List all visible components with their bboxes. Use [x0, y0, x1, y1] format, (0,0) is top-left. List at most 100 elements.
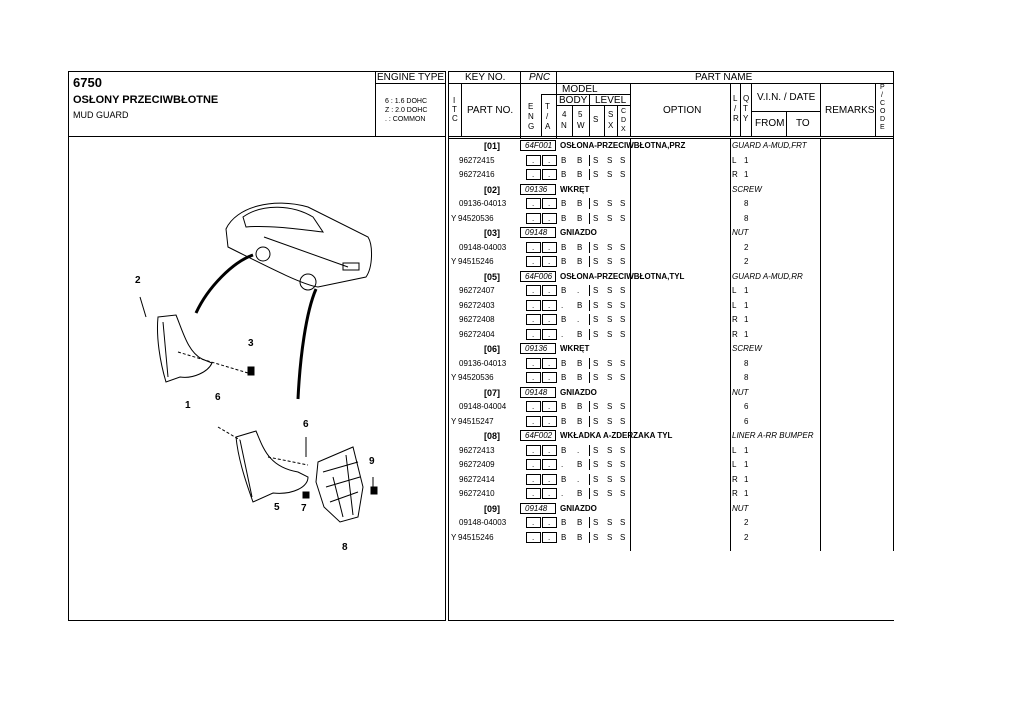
cell-eng: . [532, 416, 535, 426]
cell-pn: 09148-04004 [459, 402, 507, 411]
cell-qty: 2 [744, 518, 749, 527]
ta-box [542, 299, 557, 311]
cell-eng: . [532, 460, 535, 469]
cell-pn: 96272410 [459, 489, 495, 498]
cell-qty: 1 [744, 155, 749, 165]
callout-9: 9 [369, 456, 375, 467]
cell-sx: S [607, 445, 613, 455]
pnc-box [520, 183, 556, 195]
eng-box [526, 459, 541, 470]
cell-b4: . [561, 489, 564, 498]
cell-b5: B [577, 373, 583, 382]
col-qty-2: T [743, 104, 748, 113]
pnc-box [520, 140, 556, 151]
cell-s: S [593, 518, 599, 527]
cell-b5: B [577, 402, 583, 411]
cell-sx: S [607, 358, 613, 368]
cell-cdx: S [620, 402, 626, 411]
ta-box [542, 415, 557, 427]
cell-qty: 2 [744, 257, 749, 266]
cell-pn: 96272415 [459, 155, 495, 165]
level-divider [589, 401, 590, 412]
col-pcode-6: E [880, 124, 885, 131]
pnc-box [520, 430, 556, 441]
col-eng-3: G [528, 122, 535, 131]
cell-sx: S [607, 170, 613, 179]
ta-box [542, 517, 557, 528]
level-divider [589, 459, 590, 470]
cell-s: S [593, 358, 599, 368]
cell-cdx: S [620, 286, 626, 295]
col-pcode-5: D [880, 116, 886, 123]
cell-sx: S [607, 315, 613, 324]
cell-pnc: 09136 [525, 344, 548, 353]
cell-ta: . [548, 489, 551, 498]
cell-qty: 1 [744, 474, 749, 484]
col-remarks: REMARKS [825, 105, 875, 116]
engine-type-label: ENGINE TYPE [377, 72, 445, 83]
cell-b4: . [561, 329, 564, 339]
col-itc-1: I [453, 96, 456, 105]
cell-b4: . [561, 300, 564, 310]
cell-qty: 8 [744, 213, 749, 223]
ta-box [542, 314, 557, 325]
cell-cdx: S [620, 199, 626, 208]
col-level: LEVEL [595, 95, 627, 106]
cell-b4: B [561, 358, 567, 368]
cell-ta: . [548, 460, 551, 469]
cell-pn: 94515247 [458, 416, 494, 426]
cell-b4: B [561, 474, 567, 484]
ta-box [542, 531, 557, 543]
col-itc-2: T [452, 105, 457, 114]
cell-lr: R [732, 315, 738, 324]
cell-cdx: S [620, 474, 626, 484]
level-divider [589, 241, 590, 253]
cell-eng: . [532, 155, 535, 165]
cell-pn: 94520536 [458, 373, 494, 382]
cell-sx: S [607, 286, 613, 295]
cell-qty: 1 [744, 489, 749, 498]
cell-b5: B [577, 242, 583, 252]
ta-box [542, 401, 557, 412]
cell-b5: B [577, 532, 583, 542]
ta-box [542, 444, 557, 456]
cell-pn: 09136-04013 [459, 358, 507, 368]
cell-b5: B [577, 170, 583, 179]
cell-cdx: S [620, 416, 626, 426]
cell-name: WKRĘT [560, 344, 590, 353]
section-title-pl: OSŁONY PRZECIWBŁOTNE [73, 94, 219, 106]
eng-box [526, 517, 541, 528]
col-from: FROM [755, 118, 785, 129]
eng-box [526, 372, 541, 383]
cell-eng: . [532, 315, 535, 324]
col-pcode-2: / [881, 92, 883, 99]
eng-box [526, 401, 541, 412]
cell-sx: S [607, 402, 613, 411]
parts-table [448, 71, 894, 621]
col-ta-2: / [546, 112, 549, 121]
eng-box [526, 154, 541, 166]
cell-qty: 1 [744, 445, 749, 455]
cell-pn: 96272408 [459, 315, 495, 324]
cell-ta: . [548, 170, 551, 179]
cell-name: GNIAZDO [560, 503, 597, 513]
cell-ta: . [548, 300, 551, 310]
cell-ta: . [548, 532, 551, 542]
ta-box [542, 154, 557, 166]
cell-cdx: S [620, 300, 626, 310]
cell-pn: 09148-04003 [459, 242, 507, 252]
eng-box [526, 415, 541, 427]
cell-b4: B [561, 155, 567, 165]
eng-box [526, 473, 541, 485]
callout-1: 1 [185, 400, 191, 411]
level-divider [589, 328, 590, 340]
col-itc-3: C [452, 114, 458, 123]
col-pcode-4: O [880, 108, 886, 115]
cell-name: OSŁONA-PRZECIWBŁOTNA,PRZ [560, 141, 686, 150]
